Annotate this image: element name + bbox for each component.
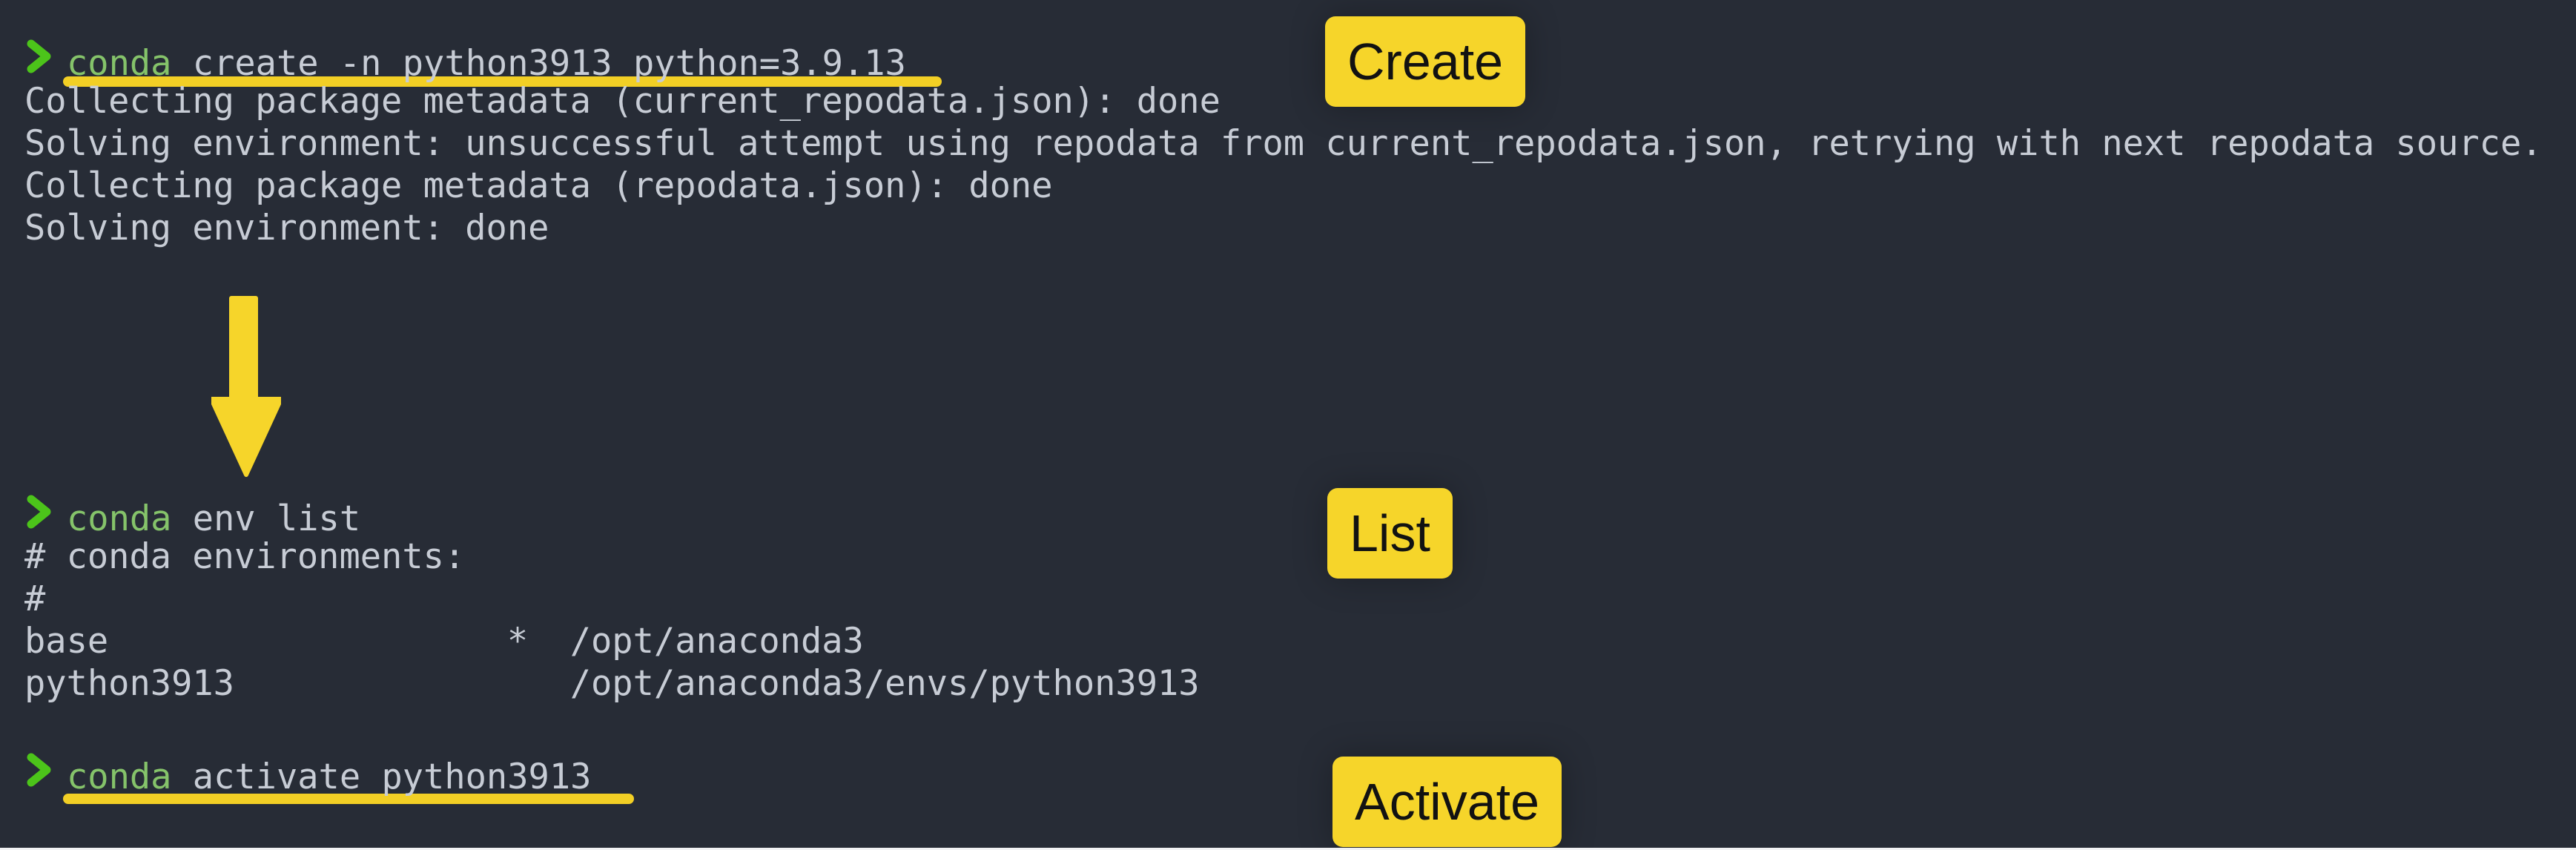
command-line-create[interactable]: conda create -n python3913 python=3.9.13: [24, 38, 2543, 84]
command-args: activate python3913: [171, 757, 592, 797]
env-row-python3913: python3913 /opt/anaconda3/envs/python391…: [24, 663, 1200, 704]
output-line: Collecting package metadata (current_rep…: [24, 81, 1221, 122]
screenshot-bottom-edge: [0, 848, 2576, 850]
output-line: Solving environment: unsuccessful attemp…: [24, 123, 2543, 164]
command-line-list[interactable]: conda env list: [24, 493, 1200, 539]
prompt-chevron-icon: [24, 751, 67, 798]
annotation-label-create: Create: [1325, 16, 1526, 107]
output-line: Solving environment: done: [24, 208, 549, 248]
highlight-underline-activate: [63, 794, 634, 804]
terminal-block-activate: conda activate python3913: [24, 751, 592, 797]
annotation-label-activate: Activate: [1332, 757, 1562, 847]
command-program: conda: [67, 498, 172, 539]
command-program: conda: [67, 43, 172, 84]
prompt-chevron-icon: [24, 38, 67, 85]
command-line-activate[interactable]: conda activate python3913: [24, 751, 592, 797]
output-line: # conda environments:: [24, 536, 466, 577]
prompt-chevron-icon: [24, 493, 67, 540]
highlight-underline-create: [63, 76, 942, 87]
command-args: env list: [171, 498, 361, 539]
terminal-block-create: conda create -n python3913 python=3.9.13…: [24, 38, 2543, 249]
annotation-label-list: List: [1327, 488, 1453, 579]
terminal-block-list: conda env list # conda environments: # b…: [24, 493, 1200, 705]
env-row-base: base * /opt/anaconda3: [24, 621, 864, 662]
command-program: conda: [67, 757, 172, 797]
down-arrow-icon: [209, 295, 283, 481]
output-line: #: [24, 579, 46, 619]
command-args: create -n python3913 python=3.9.13: [171, 43, 906, 84]
output-line: Collecting package metadata (repodata.js…: [24, 165, 1053, 206]
